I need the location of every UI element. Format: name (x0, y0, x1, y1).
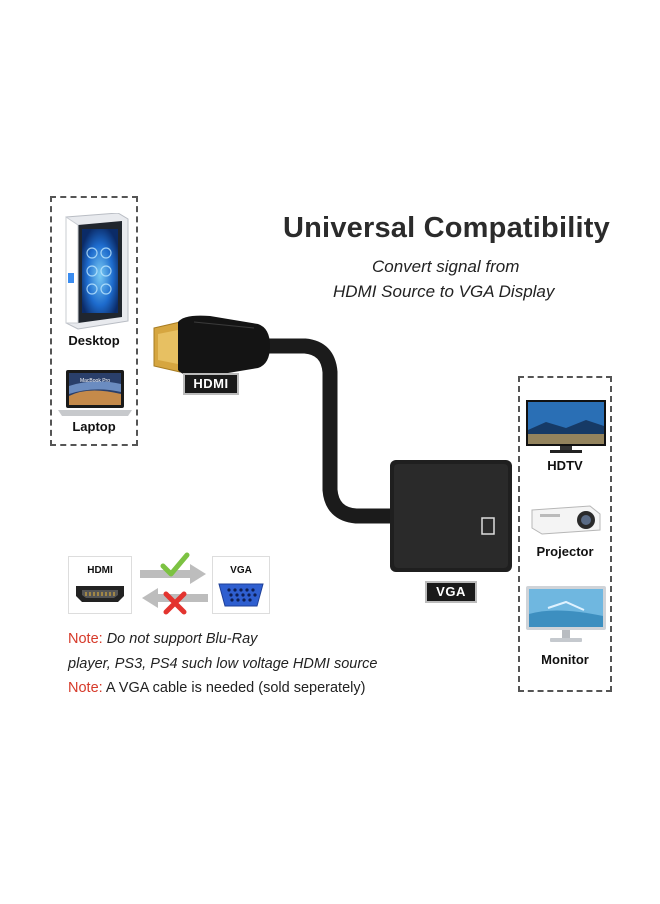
note-2-text: A VGA cable is needed (sold seperately) (102, 680, 366, 696)
note-1: Note: Do not support Blu-Ray (68, 631, 257, 647)
device-label-laptop: Laptop (72, 419, 116, 434)
hdmi-port-icon (76, 586, 124, 602)
projector-icon (531, 505, 601, 535)
monitor-icon (526, 586, 606, 642)
hdmi-port-label: HDMI (87, 565, 113, 576)
note-1-prefix: Note: (68, 631, 103, 647)
subline-2: HDMI Source to VGA Display (333, 282, 555, 301)
note-1-continued: player, PS3, PS4 such low voltage HDMI s… (68, 656, 377, 672)
source-devices-box (50, 196, 138, 446)
vga-port-label: VGA (230, 565, 252, 576)
desktop-pc-icon (65, 213, 129, 330)
note-2: Note: A VGA cable is needed (sold sepera… (68, 680, 365, 696)
device-label-hdtv: HDTV (547, 458, 583, 473)
device-label-projector: Projector (536, 544, 594, 559)
note-1-text: Do not support Blu-Ray (102, 631, 258, 647)
checkmark-icon (160, 552, 190, 577)
hdmi-tag: HDMI (183, 373, 239, 395)
vga-tag: VGA (425, 581, 477, 603)
note-1-cont-text: player, PS3, PS4 such low voltage HDMI s… (68, 656, 378, 672)
note-2-prefix: Note: (68, 680, 103, 696)
laptop-screen-text: MacBook Pro (80, 378, 110, 384)
headline: Universal Compatibility (283, 212, 610, 244)
hdtv-icon (526, 400, 606, 453)
device-label-desktop: Desktop (68, 333, 120, 348)
hdmi-port-box: HDMI (68, 556, 132, 614)
vga-port-icon (218, 583, 264, 607)
cross-icon (163, 591, 187, 615)
vga-port-box: VGA (212, 556, 270, 614)
hdmi-to-vga-adapter (153, 315, 512, 572)
device-label-monitor: Monitor (541, 652, 589, 667)
laptop-icon: MacBook Pro (58, 370, 132, 416)
subline-1: Convert signal from (372, 257, 520, 276)
display-devices-box (518, 376, 612, 692)
